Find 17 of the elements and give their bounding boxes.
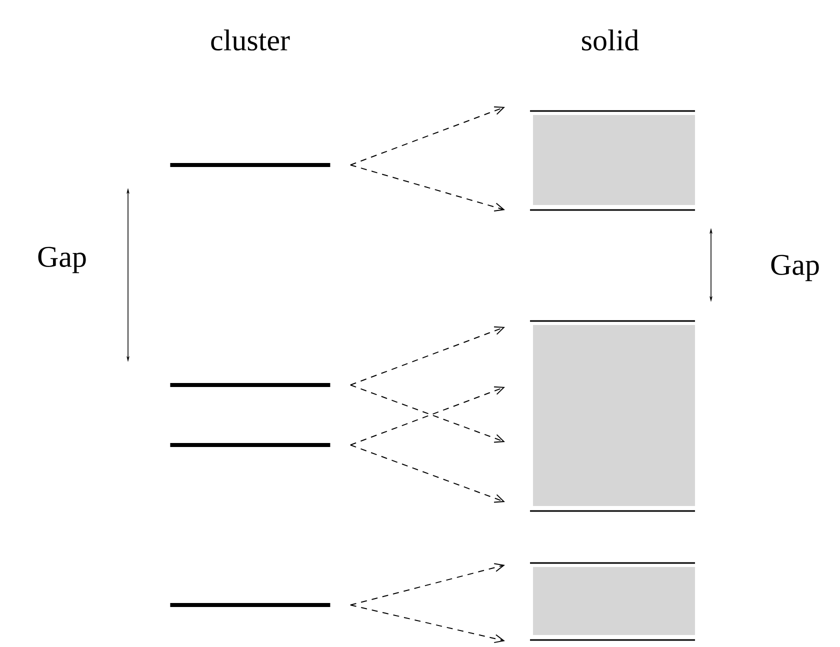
energy-level xyxy=(170,382,330,387)
cluster-heading: cluster xyxy=(211,29,290,51)
gap-label: Gap xyxy=(771,254,819,282)
energy-level xyxy=(170,163,330,167)
gap-label: Gap xyxy=(38,246,86,274)
energy-level xyxy=(170,442,330,447)
arrow xyxy=(350,164,505,212)
arrow xyxy=(350,563,505,606)
energy-band xyxy=(530,562,695,641)
solid-heading: solid xyxy=(582,29,639,51)
arrow xyxy=(350,106,505,166)
energy-band xyxy=(530,110,695,211)
arrow xyxy=(350,444,505,503)
energy-level xyxy=(170,602,330,607)
energy-band xyxy=(530,320,695,512)
arrow xyxy=(350,604,505,644)
arrow xyxy=(350,326,505,386)
